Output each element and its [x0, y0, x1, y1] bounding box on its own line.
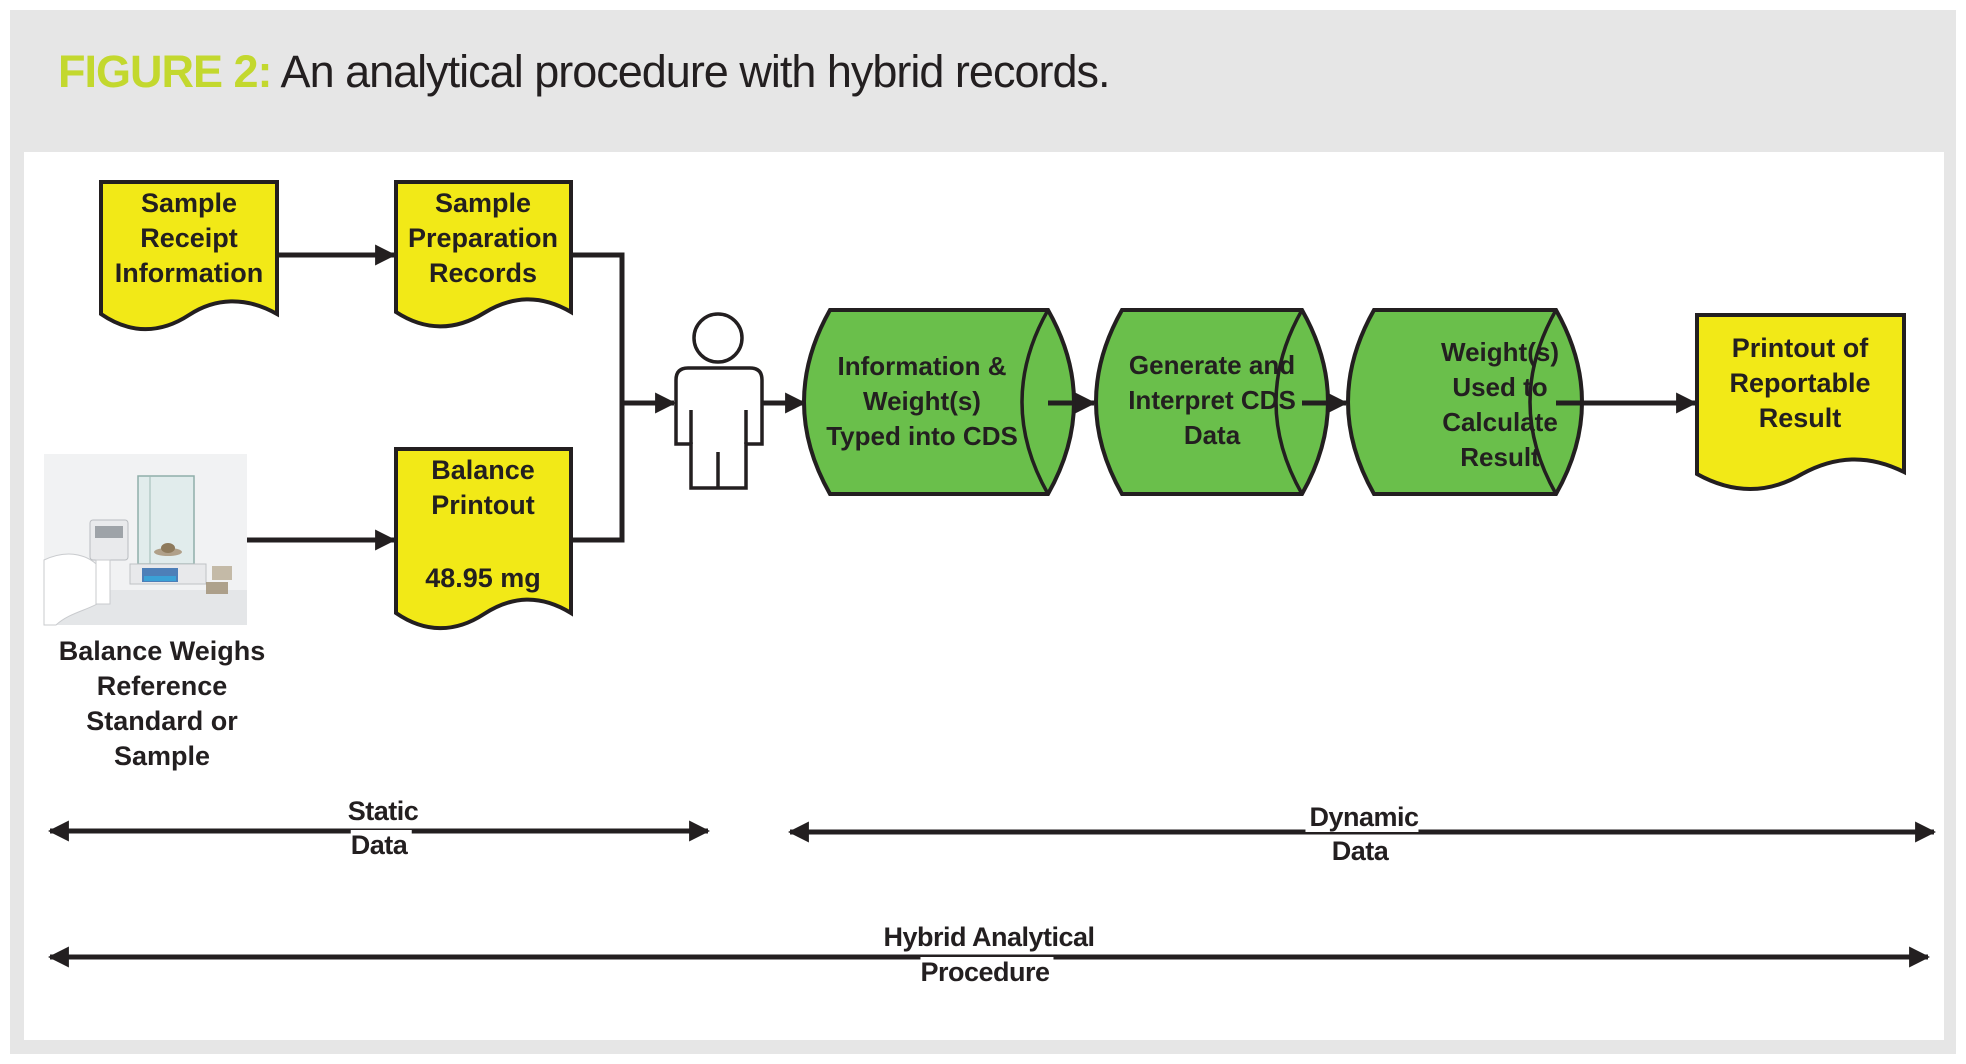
label-balance-photo-caption: Balance Weighs Reference Standard or Sam…: [58, 636, 266, 771]
bracket-connector: [571, 252, 625, 543]
process-generate-interpret: [1094, 308, 1330, 496]
diagram-panel: [24, 152, 1944, 1040]
span-label-hybrid-text: Hybrid Analytical Procedure: [879, 922, 1095, 987]
span-label-hybrid: Hybrid Analytical Procedure: [879, 920, 1095, 990]
span-label-dynamic: Dynamic Data: [1305, 800, 1419, 868]
label-balance-printout: Balance Printout: [431, 455, 535, 520]
label-printout-result: Printout of Reportable Result: [1729, 333, 1871, 433]
figure-label: FIGURE 2:: [58, 46, 273, 97]
person-icon: [674, 312, 764, 490]
span-label-static: Static Data: [343, 794, 419, 862]
balance-weight-value: 48.95 mg: [425, 563, 541, 593]
figure-caption: An analytical procedure with hybrid reco…: [271, 46, 1111, 97]
doc-sample-preparation: [394, 180, 573, 329]
label-sample-receipt: Sample Receipt Information: [114, 188, 264, 288]
process-typed-into-cds: [802, 308, 1076, 496]
process-weights-used: [1346, 308, 1584, 496]
label-sample-preparation: Sample Preparation Records: [407, 188, 559, 288]
analytical-balance-photo: [43, 454, 247, 626]
label-weights-used: Weight(s) Used to Calculate Result: [1441, 337, 1559, 472]
doc-balance-printout: [394, 447, 573, 631]
span-label-dynamic-text: Dynamic Data: [1305, 802, 1419, 866]
label-generate-interpret: Generate and Interpret CDS Data: [1128, 350, 1296, 450]
figure-title: FIGURE 2: An analytical procedure with h…: [58, 46, 1111, 98]
doc-printout-result: [1695, 313, 1906, 491]
span-label-static-text: Static Data: [343, 796, 419, 860]
doc-sample-receipt: [99, 180, 279, 332]
label-typed-into-cds: Information & Weight(s) Typed into CDS: [826, 351, 1018, 451]
